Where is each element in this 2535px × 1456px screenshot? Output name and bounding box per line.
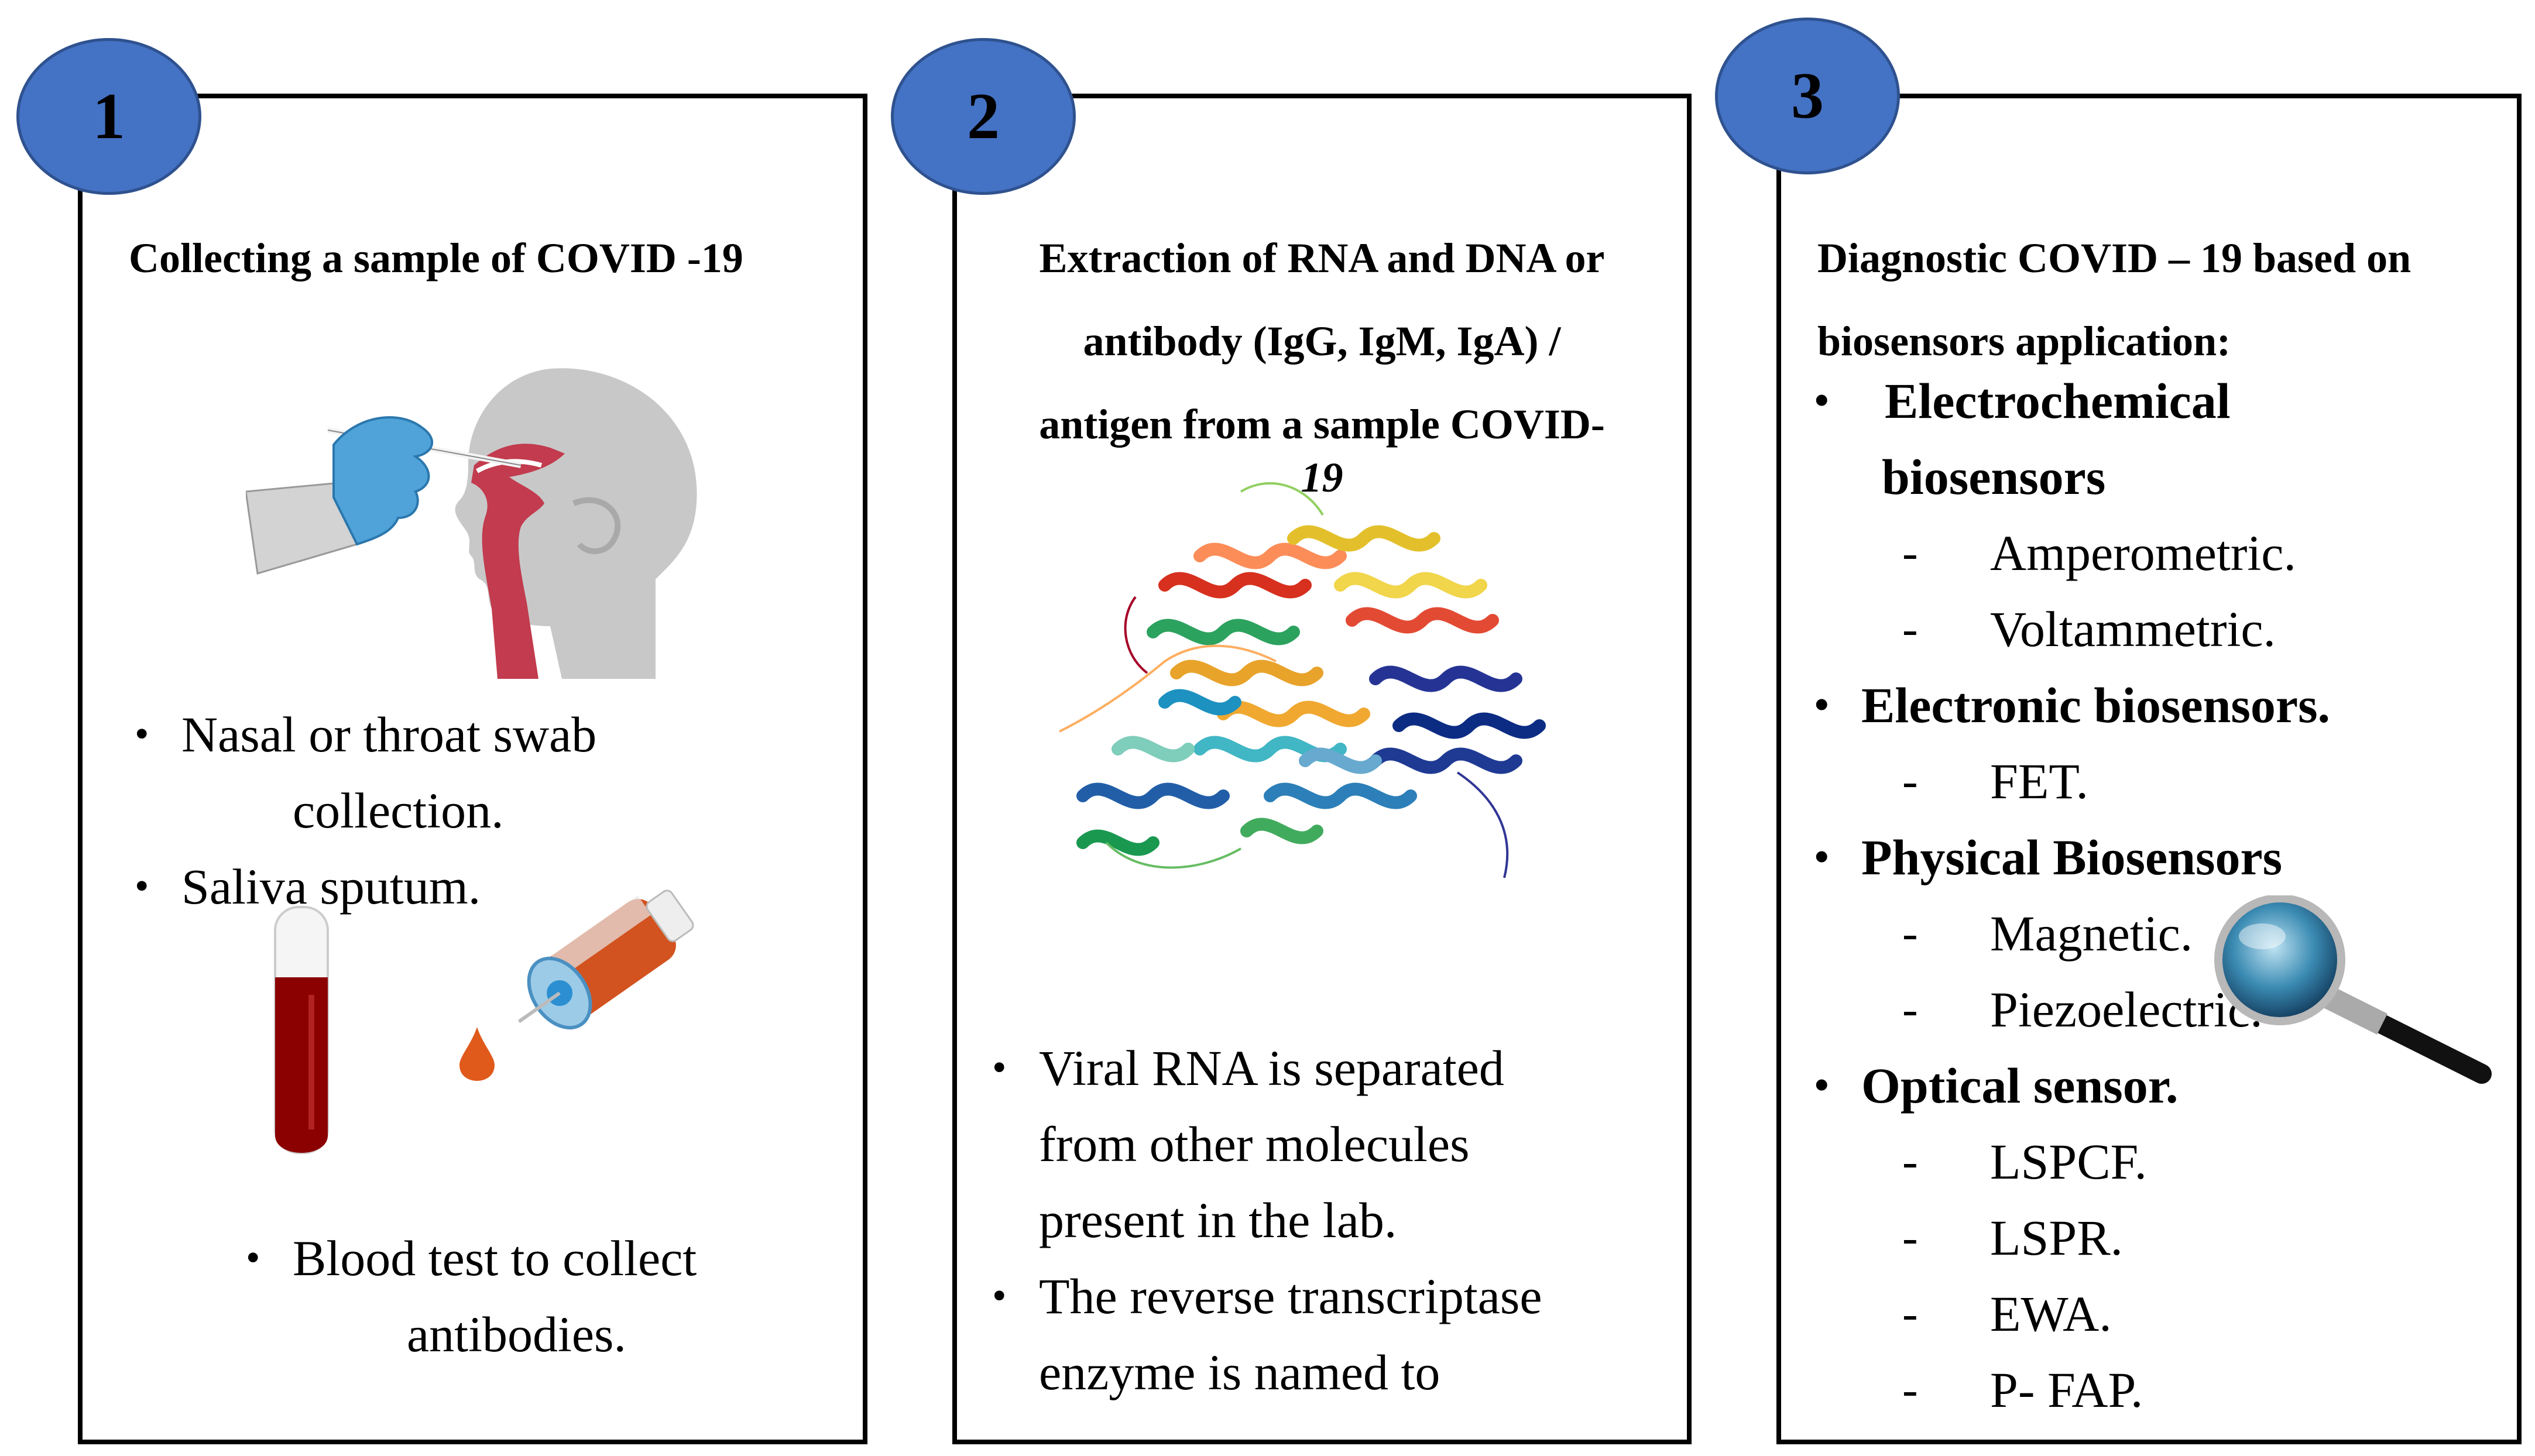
heading-line: 19 bbox=[1301, 454, 1343, 501]
heading-line: Collecting a sample of COVID -19 bbox=[129, 235, 743, 281]
blood-drop-icon bbox=[459, 1027, 495, 1081]
dash-icon: - bbox=[1902, 908, 1918, 959]
panel-diagnostics bbox=[1776, 94, 2522, 1444]
bullet-icon: • bbox=[246, 1235, 260, 1280]
category-title: Physical Biosensors bbox=[1861, 829, 2283, 885]
subitem-text: EWA. bbox=[1990, 1286, 2112, 1342]
nasal-swab-illustration bbox=[246, 368, 697, 679]
panel-heading: Diagnostic COVID – 19 based on biosensor… bbox=[1817, 217, 2411, 383]
step-number: 2 bbox=[967, 80, 1000, 153]
heading-line: biosensors application: bbox=[1817, 318, 2231, 365]
dash-icon: - bbox=[1902, 984, 1918, 1035]
category-title: Electrochemical bbox=[1885, 373, 2231, 429]
panel-heading: Extraction of RNA and DNA or antibody (I… bbox=[993, 217, 1651, 501]
syringe-icon bbox=[517, 890, 694, 1030]
bullet-icon: • bbox=[1814, 835, 1829, 880]
bullet-icon: • bbox=[1814, 1063, 1829, 1108]
subitem-text: LSPR. bbox=[1990, 1210, 2124, 1266]
category-title: biosensors bbox=[1882, 449, 2106, 505]
step-number-badge: 2 bbox=[891, 38, 1076, 195]
category-title: Electronic biosensors. bbox=[1861, 677, 2331, 733]
step-number: 1 bbox=[92, 80, 125, 153]
list-item-text: enzyme is named to bbox=[1039, 1344, 1440, 1400]
panel-extraction bbox=[952, 94, 1692, 1444]
list-item-text: Nasal or throat swab bbox=[181, 706, 597, 763]
bullet-icon: • bbox=[135, 864, 149, 909]
list-item-text: collection. bbox=[293, 782, 504, 839]
dash-icon: - bbox=[1902, 1212, 1918, 1263]
subitem-text: Amperometric. bbox=[1990, 525, 2296, 581]
heading-line: antigen from a sample COVID- bbox=[1039, 401, 1605, 448]
list-item-text: antibodies. bbox=[407, 1306, 626, 1362]
subitem-text: Piezoelectric. bbox=[1990, 981, 2263, 1038]
subitem-text: P- FAP. bbox=[1990, 1362, 2143, 1418]
dash-icon: - bbox=[1902, 756, 1918, 807]
heading-line: Diagnostic COVID – 19 based on bbox=[1817, 235, 2411, 281]
subitem-text: FET. bbox=[1990, 753, 2089, 809]
dash-icon: - bbox=[1902, 1288, 1918, 1340]
list-item-text: Viral RNA is separated bbox=[1039, 1040, 1504, 1096]
magnifier-icon bbox=[2214, 895, 2492, 1084]
subitem-text: LSPCF. bbox=[1990, 1134, 2147, 1190]
protein-structure-icon bbox=[1059, 482, 1546, 878]
heading-line: Extraction of RNA and DNA or bbox=[1039, 235, 1605, 281]
dash-icon: - bbox=[1902, 1364, 1918, 1416]
bullet-icon: • bbox=[992, 1273, 1007, 1318]
dash-icon: - bbox=[1902, 527, 1918, 579]
bullet-icon: • bbox=[1814, 682, 1829, 727]
panel-heading: Collecting a sample of COVID -19 bbox=[129, 217, 743, 300]
list-item-text: from other molecules bbox=[1039, 1116, 1470, 1172]
bullet-icon: • bbox=[135, 712, 149, 757]
list-item-text: Saliva sputum. bbox=[181, 859, 481, 915]
bullet-icon: • bbox=[992, 1045, 1007, 1090]
dash-icon: - bbox=[1902, 1136, 1918, 1187]
list-item-text: present in the lab. bbox=[1039, 1192, 1397, 1248]
heading-line: antibody (IgG, IgM, IgA) / bbox=[1083, 318, 1561, 365]
list-item-text: Blood test to collect bbox=[293, 1230, 697, 1286]
blood-tube-icon bbox=[274, 906, 329, 1154]
bullet-icon: • bbox=[1814, 378, 1829, 423]
category-title: Optical sensor. bbox=[1861, 1057, 2179, 1114]
subitem-text: Voltammetric. bbox=[1990, 601, 2276, 657]
panel-sample-collection bbox=[78, 94, 867, 1444]
list-item-text: The reverse transcriptase bbox=[1039, 1268, 1542, 1324]
step-number-badge: 3 bbox=[1715, 18, 1900, 174]
dash-icon: - bbox=[1902, 603, 1918, 655]
step-number: 3 bbox=[1791, 59, 1824, 132]
step-number-badge: 1 bbox=[16, 38, 201, 195]
subitem-text: Magnetic. bbox=[1990, 905, 2193, 961]
